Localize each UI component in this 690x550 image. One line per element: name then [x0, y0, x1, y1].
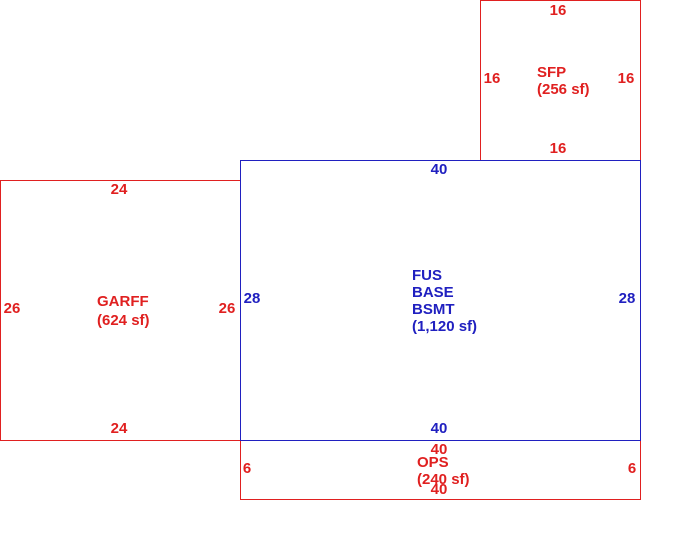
fus-label-line2: BASE: [412, 284, 454, 301]
sfp-dim-top: 16: [550, 2, 567, 19]
garff-area: 24 24 26 26 GARFF (624 sf): [0, 180, 241, 441]
garff-label-area: (624 sf): [97, 312, 150, 329]
fus-label-line3: BSMT: [412, 301, 455, 318]
ops-label-name: OPS: [417, 454, 449, 471]
fus-area: 40 40 28 28 FUS BASE BSMT (1,120 sf): [240, 160, 641, 441]
garff-dim-right: 26: [219, 300, 236, 317]
garff-dim-bottom: 24: [111, 420, 128, 437]
sfp-dim-left: 16: [484, 70, 501, 87]
ops-dim-bottom: 40: [431, 481, 448, 498]
ops-dim-right: 6: [628, 460, 636, 477]
ops-dim-left: 6: [243, 460, 251, 477]
ops-area: 40 40 6 6 OPS (240 sf): [240, 440, 641, 500]
ops-label-area: (240 sf): [417, 471, 470, 488]
sfp-label-name: SFP: [537, 64, 566, 81]
ops-dim-top: 40: [431, 441, 448, 458]
garff-dim-top: 24: [111, 181, 128, 198]
garff-label-name: GARFF: [97, 293, 149, 310]
fus-dim-right: 28: [619, 290, 636, 307]
fus-outline: [240, 160, 641, 441]
sfp-label-area: (256 sf): [537, 81, 590, 98]
fus-dim-bottom: 40: [431, 420, 448, 437]
fus-dim-left: 28: [244, 290, 261, 307]
sfp-dim-bottom: 16: [550, 140, 567, 157]
garff-outline: [0, 180, 241, 441]
fus-label-line1: FUS: [412, 267, 442, 284]
sfp-area: 16 16 16 16 SFP (256 sf): [480, 0, 641, 161]
garff-dim-left: 26: [4, 300, 21, 317]
fus-label-area: (1,120 sf): [412, 318, 477, 335]
fus-dim-top: 40: [431, 161, 448, 178]
sfp-dim-right: 16: [618, 70, 635, 87]
